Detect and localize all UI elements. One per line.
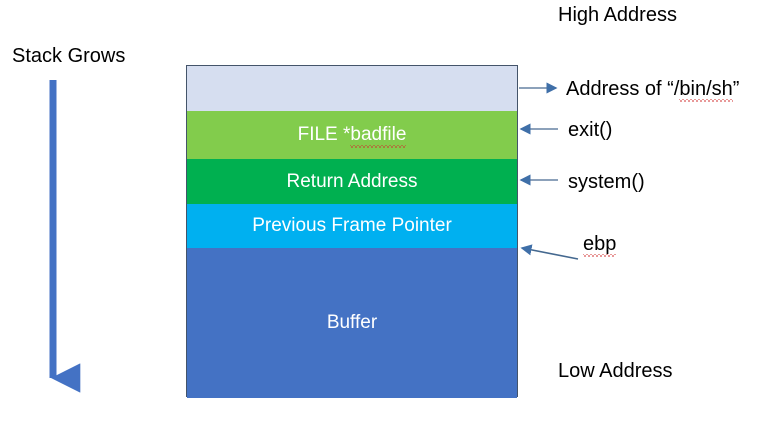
low-address-label: Low Address <box>558 360 673 382</box>
stack-segment-buffer-text: Buffer <box>326 312 378 333</box>
stack-segment-previous-frame-pointer-text: Previous Frame Pointer <box>252 215 452 236</box>
annotation-binsh-path: bin/sh <box>679 78 734 102</box>
badfile-identifier: badfile <box>350 124 407 148</box>
stack-grows-label: Stack Grows <box>12 45 126 67</box>
stack-segment-badfile-text: FILE *badfile <box>297 124 407 148</box>
stack-segment-buffer: Buffer <box>187 248 517 398</box>
annotation-exit: exit() <box>568 119 613 141</box>
annotation-system: system() <box>568 171 645 193</box>
stack-segment-return-address-text: Return Address <box>286 170 418 192</box>
stack-segment-previous-frame-pointer: Previous Frame Pointer <box>187 204 517 248</box>
annotation-binsh-prefix: Address of “/ <box>566 78 680 100</box>
badfile-prefix: FILE * <box>297 124 351 145</box>
annotation-ebp-text: ebp <box>583 233 617 257</box>
stack-segment-binsh-slot <box>187 66 517 111</box>
annotation-binsh: Address of “/bin/sh” <box>566 78 740 102</box>
annotation-binsh-suffix: ” <box>732 78 740 100</box>
ebp-pointer-arrow <box>520 244 579 260</box>
high-address-label: High Address <box>558 4 677 26</box>
stack-frame-box: FILE *badfile Return Address Previous Fr… <box>186 65 518 398</box>
stack-segment-badfile: FILE *badfile <box>187 111 517 159</box>
stack-segment-return-address: Return Address <box>187 159 517 204</box>
annotation-ebp: ebp <box>583 233 617 257</box>
